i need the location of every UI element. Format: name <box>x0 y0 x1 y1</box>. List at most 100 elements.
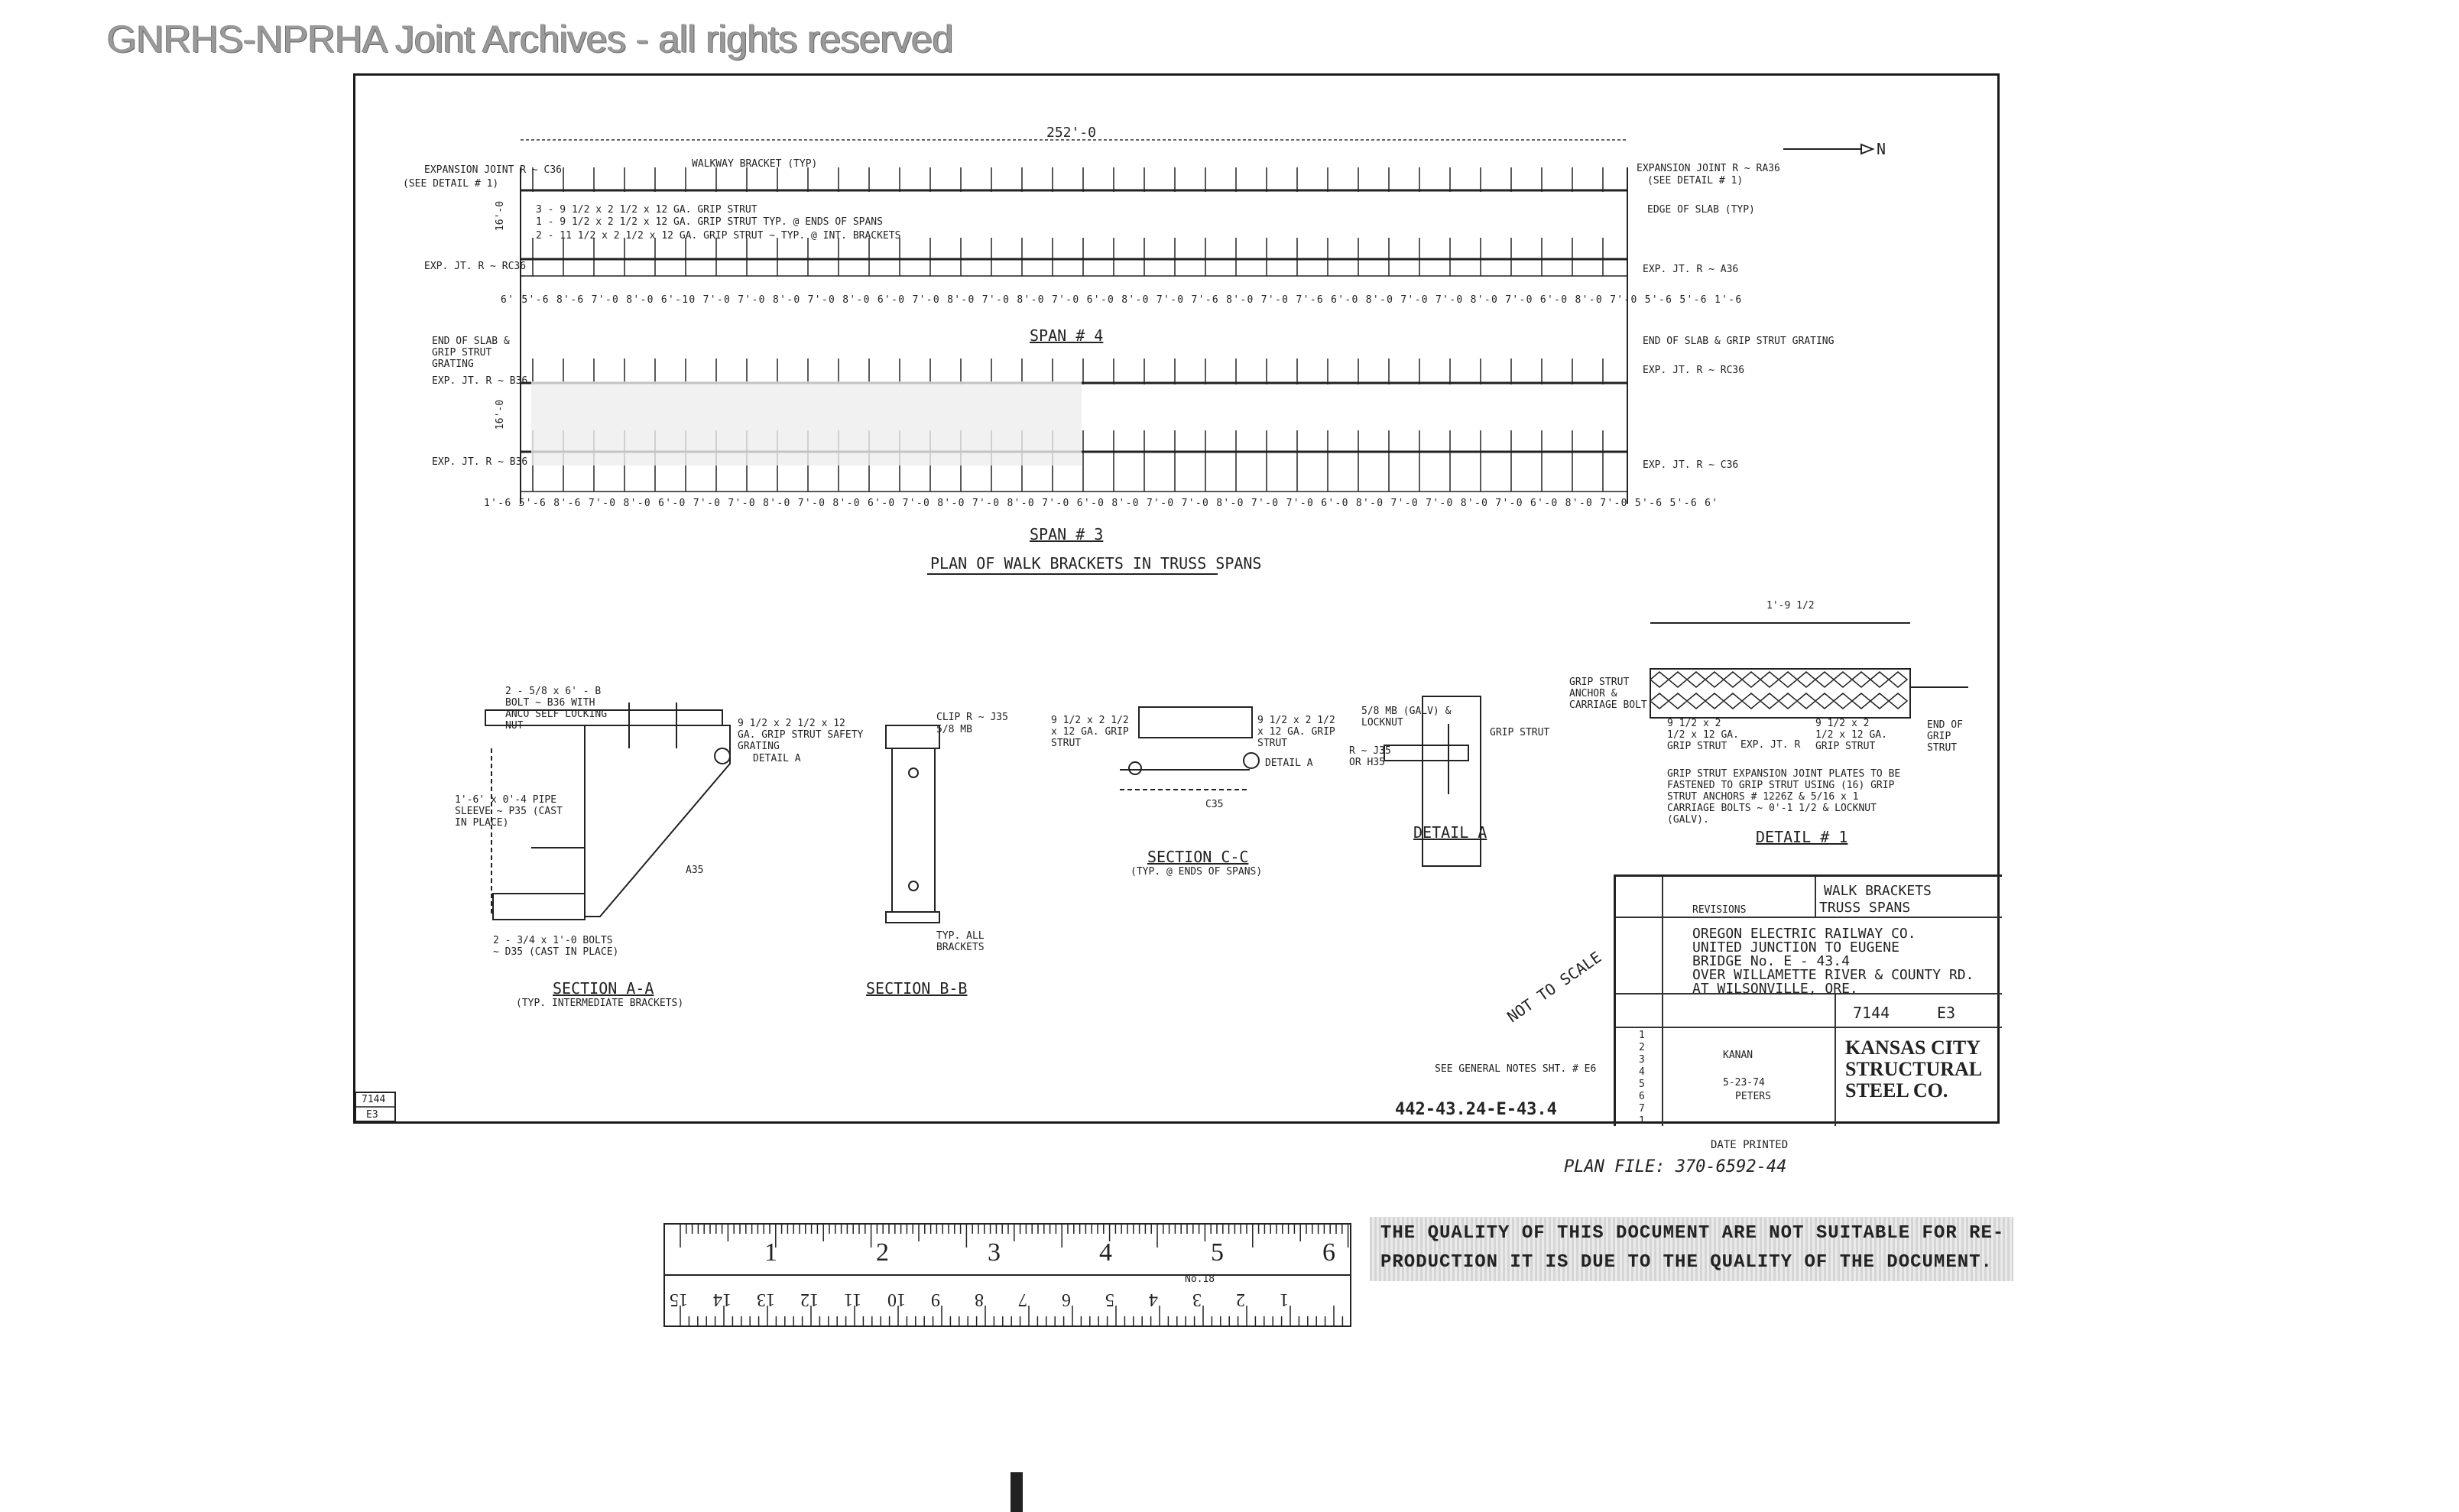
right-note-1: EXPANSION JOINT R ~ RA36 <box>1637 163 1780 174</box>
quality-notice: THE QUALITY OF THIS DOCUMENT ARE NOT SUI… <box>1370 1217 2013 1281</box>
ruler-model: No.18 <box>1185 1274 1215 1285</box>
revision-row-number: 5 <box>1639 1079 1645 1090</box>
detail-a-note-grip: GRIP STRUT <box>1490 727 1550 738</box>
detail-a-title: DETAIL A <box>1413 823 1487 842</box>
scan-mark <box>1011 1472 1023 1512</box>
cc-note-grip-1: 9 1/2 x 2 1/2 x 12 GA. GRIP STRUT <box>1051 715 1129 749</box>
right-note-7: EXP. JT. R ~ C36 <box>1643 459 1739 471</box>
corner-order-number: 7144 <box>362 1094 386 1105</box>
section-cc-subtitle: (TYP. @ ENDS OF SPANS) <box>1131 866 1263 878</box>
ruler-cm-number: 9 <box>931 1290 940 1309</box>
left-note-4: END OF SLAB & GRIP STRUT GRATING <box>432 336 510 370</box>
drawing-title-line-2: TRUSS SPANS <box>1819 900 1911 916</box>
bb-note-mb: 5/8 MB <box>936 724 972 735</box>
plan-drawing <box>355 139 1968 1121</box>
detail-1-title: DETAIL # 1 <box>1756 828 1848 846</box>
detail-1-note-grip-1: 9 1/2 x 2 1/2 x 12 GA. GRIP STRUT <box>1667 718 1739 752</box>
ruler-inch-number: 5 <box>1211 1238 1224 1267</box>
left-note-2: (SEE DETAIL # 1) <box>403 178 499 190</box>
section-cc-drawing <box>1120 706 1260 790</box>
revision-row-number: 2 <box>1639 1042 1645 1053</box>
ruler-cm-number: 12 <box>800 1290 819 1309</box>
detail-1-drawing <box>1649 622 1968 719</box>
aa-note-bolt: 2 - 5/8 x 6' - B BOLT ~ B36 WITH ANCO SE… <box>505 686 608 732</box>
quality-notice-line-1: THE QUALITY OF THIS DOCUMENT ARE NOT SUI… <box>1380 1223 2005 1244</box>
detail-a-note-r: R ~ J35 OR H35 <box>1349 745 1391 768</box>
detail-1-note-grip-2: 9 1/2 x 2 1/2 x 12 GA. GRIP STRUT <box>1815 718 1887 752</box>
plan-title: PLAN OF WALK BRACKETS IN TRUSS SPANS <box>930 554 1262 573</box>
quality-notice-line-2: PRODUCTION IT IS DUE TO THE QUALITY OF T… <box>1380 1252 1993 1273</box>
width-dimension-span3: 16'-0 <box>495 399 507 430</box>
checked-by: PETERS <box>1735 1091 1771 1102</box>
callout-grip-strut-2: 1 - 9 1/2 x 2 1/2 x 12 GA. GRIP STRUT TY… <box>536 216 883 228</box>
order-number: 7144 <box>1853 1004 1890 1022</box>
detail-1-dimension: 1'-9 1/2 <box>1766 600 1815 612</box>
bay-dimensions-bottom: 1'-6 5'-6 8'-6 7'-0 8'-0 6'-0 7'-0 7'-0 … <box>484 498 1719 509</box>
revision-row-number: 4 <box>1639 1066 1645 1078</box>
ruler-cm-number: 5 <box>1105 1290 1114 1309</box>
ruler-inch-number: 1 <box>764 1238 777 1267</box>
cc-note-grip-2: 9 1/2 x 2 1/2 x 12 GA. GRIP STRUT <box>1257 715 1335 749</box>
ruler-cm-number: 7 <box>1018 1290 1027 1309</box>
crossing-description: OVER WILLAMETTE RIVER & COUNTY RD. <box>1692 967 1974 983</box>
aa-note-detail-a: DETAIL A <box>753 753 801 764</box>
plan-file-number: PLAN FILE: 370-6592-44 <box>1564 1157 1787 1176</box>
section-bb-drawing <box>885 725 940 923</box>
left-note-3: EXP. JT. R ~ RC36 <box>424 261 527 272</box>
callout-walkway-bracket: WALKWAY BRACKET (TYP) <box>692 158 818 170</box>
right-note-5: END OF SLAB & GRIP STRUT GRATING <box>1643 336 1835 347</box>
width-dimension-span4: 16'-0 <box>495 200 507 232</box>
ruler-cm-number: 4 <box>1149 1290 1158 1309</box>
right-note-6: EXP. JT. R ~ RC36 <box>1643 365 1745 376</box>
ruler-ticks <box>665 1225 1350 1325</box>
right-note-4: EXP. JT. R ~ A36 <box>1643 264 1739 275</box>
cc-note-detail-a: DETAIL A <box>1265 758 1313 769</box>
ruler-inch-number: 4 <box>1099 1238 1112 1267</box>
general-notes-reference: SEE GENERAL NOTES SHT. # E6 <box>1435 1063 1597 1075</box>
revision-row-number: 7 <box>1639 1103 1645 1115</box>
revision-row-number: 1 <box>1639 1030 1645 1041</box>
bb-note-clip: CLIP R ~ J35 <box>936 712 1008 723</box>
location: AT WILSONVILLE, ORE. <box>1692 981 1858 997</box>
overall-dimension: 252'-0 <box>1046 125 1097 141</box>
ruler-cm-number: 15 <box>670 1290 688 1309</box>
right-note-2: (SEE DETAIL # 1) <box>1647 175 1744 187</box>
revisions-header: REVISIONS <box>1692 904 1747 916</box>
section-bb-title: SECTION B-B <box>866 979 968 998</box>
ruler-cm-number: 2 <box>1236 1290 1245 1309</box>
ruler-cm-number: 8 <box>975 1290 984 1309</box>
bay-dimensions-top: 6' 5'-6 8'-6 7'-0 8'-0 6'-10 7'-0 7'-0 8… <box>501 294 1743 306</box>
detail-a-drawing <box>1384 696 1481 867</box>
span-4-label: SPAN # 4 <box>1030 326 1104 345</box>
date-printed-label: DATE PRINTED <box>1711 1139 1789 1151</box>
north-label: N <box>1877 140 1886 158</box>
section-aa-subtitle: (TYP. INTERMEDIATE BRACKETS) <box>516 998 684 1009</box>
bb-note-typ: TYP. ALL BRACKETS <box>936 930 985 953</box>
callout-grip-strut-1: 3 - 9 1/2 x 2 1/2 x 12 GA. GRIP STRUT <box>536 204 757 216</box>
detail-1-note-exp: EXP. JT. R <box>1740 739 1801 751</box>
corner-sheet-number: E3 <box>366 1109 378 1121</box>
callout-grip-strut-3: 2 - 11 1/2 x 2 1/2 x 12 GA. GRIP STRUT ~… <box>536 230 901 242</box>
archive-watermark: GNRHS-NPRHA Joint Archives - all rights … <box>107 18 953 60</box>
detail-1-note-end: END OF GRIP STRUT <box>1927 719 1963 754</box>
section-aa-drawing <box>485 702 731 920</box>
ruler-inch-number: 3 <box>988 1238 1001 1267</box>
left-note-5: EXP. JT. R ~ B36 <box>432 375 528 387</box>
span-3-label: SPAN # 3 <box>1030 525 1104 543</box>
sheet-number: E3 <box>1937 1004 1956 1022</box>
detail-1-note-anchor: GRIP STRUT ANCHOR & CARRIAGE BOLT <box>1569 677 1647 711</box>
drawing-sheet: 252'-0 N EXPANSION JOINT R ~ C36 (SEE DE… <box>353 73 2002 1127</box>
ruler-inch-number: 2 <box>876 1238 889 1267</box>
drawing-date: 5-23-74 <box>1723 1077 1765 1089</box>
ruler-inch-number: 6 <box>1322 1238 1335 1267</box>
aa-note-sleeve: 1'-6' x 0'-4 PIPE SLEEVE ~ P35 (CAST IN … <box>455 794 563 829</box>
ruler-cm-number: 3 <box>1192 1290 1202 1309</box>
aa-note-grating: 9 1/2 x 2 1/2 x 12 GA. GRIP STRUT SAFETY… <box>738 718 864 752</box>
ruler-cm-number: 6 <box>1062 1290 1071 1309</box>
company-logo: KANSAS CITY STRUCTURAL STEEL CO. <box>1845 1037 1981 1102</box>
ruler-cm-number: 10 <box>887 1290 906 1309</box>
detail-1-note-plates: GRIP STRUT EXPANSION JOINT PLATES TO BE … <box>1667 768 1901 826</box>
line-description: UNITED JUNCTION TO EUGENE <box>1692 939 1899 956</box>
title-block: REVISIONS WALK BRACKETS TRUSS SPANS OREG… <box>1614 874 2002 1127</box>
